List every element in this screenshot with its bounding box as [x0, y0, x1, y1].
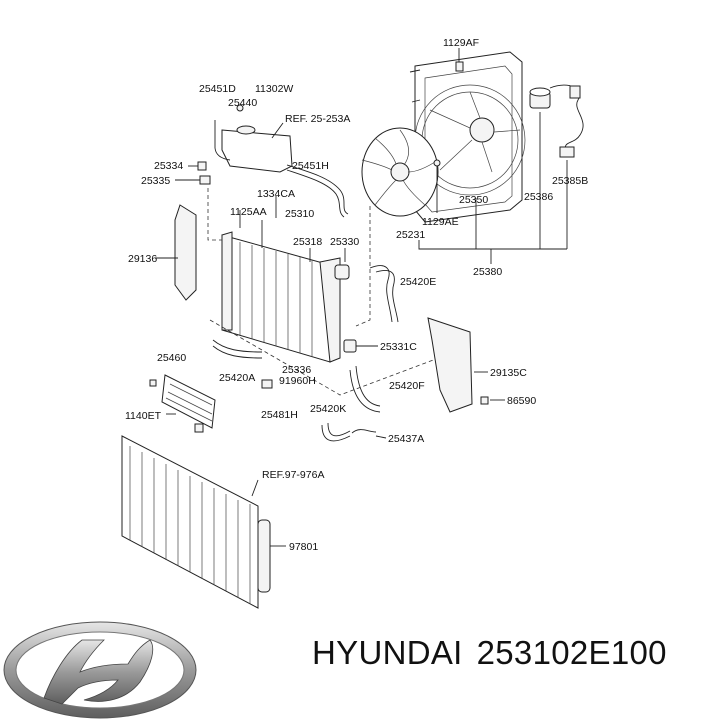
label-25350: 25350 [459, 194, 488, 206]
fan-motor [529, 84, 584, 158]
oil-cooler [149, 374, 216, 433]
label-1129AE: 1129AE [422, 216, 459, 228]
label-25231: 25231 [396, 229, 425, 241]
label-25380: 25380 [473, 266, 502, 278]
part-number: 253102E100 [476, 634, 667, 671]
brand-name: HYUNDAI [312, 634, 463, 671]
label-91960H: 91960H [279, 375, 316, 387]
label-1334CA: 1334CA [257, 188, 295, 200]
label-25334: 25334 [154, 160, 183, 172]
label-ref-25-253A: REF. 25-253A [285, 113, 350, 125]
label-86590: 86590 [507, 395, 536, 407]
radiator [221, 231, 357, 363]
label-25420F: 25420F [389, 380, 425, 392]
label-25336: 25336 [282, 364, 311, 376]
coolant-reservoir [214, 104, 293, 173]
condenser [121, 435, 271, 609]
label-25420E: 25420E [400, 276, 436, 288]
label-25335: 25335 [141, 175, 170, 187]
label-1125AA: 1125AA [230, 206, 267, 218]
label-25310: 25310 [285, 208, 314, 220]
fan [361, 127, 439, 217]
label-97801: 97801 [289, 541, 318, 553]
label-25386: 25386 [524, 191, 553, 203]
label-25460: 25460 [157, 352, 186, 364]
label-ref-97-976A: REF.97-976A [262, 469, 324, 481]
label-25451H: 25451H [292, 160, 329, 172]
bolt-1129AE [433, 159, 441, 213]
label-29136: 29136 [128, 253, 157, 265]
label-1140ET: 1140ET [125, 410, 162, 422]
label-25451D: 25451D [199, 83, 236, 95]
label-25481H: 25481H [261, 409, 298, 421]
label-1129AF: 1129AF [443, 37, 479, 49]
label-11302W: 11302W [255, 83, 293, 95]
label-25437A: 25437A [388, 433, 424, 445]
label-25385B: 25385B [552, 175, 588, 187]
bolt-1129AF [455, 48, 464, 72]
label-29135C: 29135C [490, 367, 527, 379]
label-25420K: 25420K [310, 403, 346, 415]
label-25330: 25330 [330, 236, 359, 248]
label-25420A: 25420A [219, 372, 255, 384]
caption: HYUNDAI 253102E100 [312, 634, 681, 672]
label-25318: 25318 [293, 236, 322, 248]
label-25331C: 25331C [380, 341, 417, 353]
hyundai-logo-icon [3, 621, 197, 719]
label-25440: 25440 [228, 97, 257, 109]
